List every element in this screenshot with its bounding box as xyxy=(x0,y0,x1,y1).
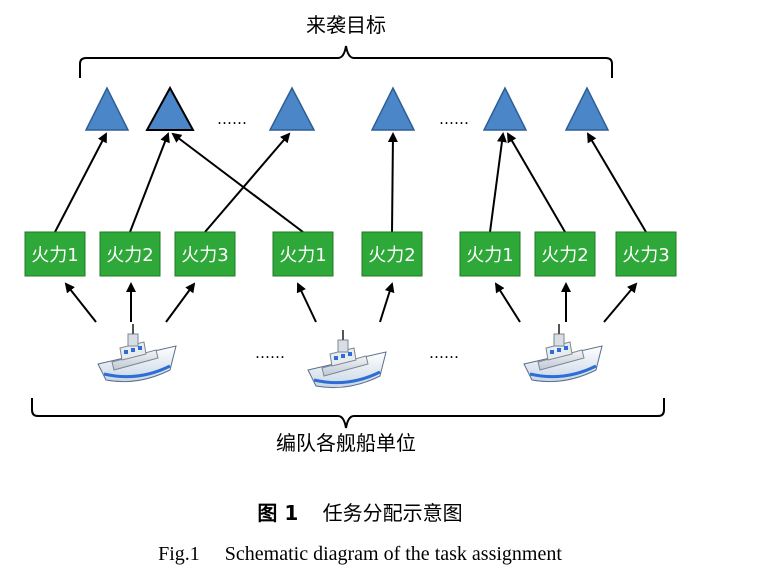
assignment-arrow xyxy=(54,132,107,233)
ship-to-fire-arrows xyxy=(64,282,638,323)
fire-unit-label: 火力3 xyxy=(622,245,669,266)
fire-unit-label: 火力1 xyxy=(31,245,78,266)
targets-ellipsis: …… xyxy=(217,110,247,128)
fire-unit: 火力2 xyxy=(534,231,596,277)
fire-unit-label: 火力3 xyxy=(181,245,228,266)
fire-unit: 火力2 xyxy=(99,231,161,277)
launch-arrow xyxy=(296,282,317,323)
fire-unit-label: 火力2 xyxy=(541,245,588,266)
fire-unit-label: 火力2 xyxy=(106,245,153,266)
target-icon xyxy=(145,85,195,131)
fire-unit: 火力1 xyxy=(24,231,86,277)
fire-unit: 火力1 xyxy=(272,231,334,277)
target-icon xyxy=(370,86,416,131)
fire-unit: 火力3 xyxy=(615,231,677,277)
top-label: 来袭目标 xyxy=(306,13,386,37)
ship-icon xyxy=(523,324,603,383)
fire-unit: 火力1 xyxy=(459,231,521,277)
target-icon xyxy=(84,86,130,131)
launch-arrow xyxy=(165,282,196,323)
bottom-label: 编队各舰船单位 xyxy=(276,431,416,455)
targets-row xyxy=(84,85,610,131)
assignment-arrow xyxy=(204,132,291,233)
assignment-arrow xyxy=(129,132,170,233)
figure-caption-cn: 图 1 任务分配示意图 xyxy=(257,501,462,525)
assignment-arrow xyxy=(171,132,304,233)
assignment-arrow xyxy=(489,132,507,233)
fire-unit: 火力2 xyxy=(361,231,423,277)
target-icon xyxy=(564,86,610,131)
assignment-arrow xyxy=(586,132,647,233)
figure-title-en: Schematic diagram of the task assignment xyxy=(225,543,563,565)
launch-arrow xyxy=(64,282,97,323)
bottom-brace xyxy=(31,398,665,429)
assignment-arrow xyxy=(387,132,398,233)
fire-unit-label: 火力2 xyxy=(368,245,415,266)
launch-arrow xyxy=(603,282,638,323)
figure-number-en: Fig.1 xyxy=(158,543,200,565)
ship-icon xyxy=(97,324,177,383)
fire-units-row: 火力1 火力2 火力3 火力1 火力2 火力1 火力2 火力3 xyxy=(24,231,677,277)
top-brace xyxy=(79,45,613,78)
figure-number-cn: 图 1 xyxy=(257,501,298,525)
targets-ellipsis: …… xyxy=(439,110,469,128)
fire-unit: 火力3 xyxy=(174,231,236,277)
ships-ellipsis: …… xyxy=(429,344,459,362)
ships-ellipsis: …… xyxy=(255,344,285,362)
fire-unit-label: 火力1 xyxy=(279,245,326,266)
figure-caption-en: Fig.1 Schematic diagram of the task assi… xyxy=(158,543,562,565)
launch-arrow xyxy=(379,282,395,323)
figure-title-cn: 任务分配示意图 xyxy=(323,501,463,525)
fire-unit-label: 火力1 xyxy=(466,245,513,266)
ship-icon xyxy=(307,330,387,389)
target-icon xyxy=(268,86,316,131)
launch-arrow xyxy=(494,282,521,323)
assignment-arrow xyxy=(506,132,566,233)
fire-to-target-arrows xyxy=(54,132,647,233)
target-icon xyxy=(482,86,528,131)
